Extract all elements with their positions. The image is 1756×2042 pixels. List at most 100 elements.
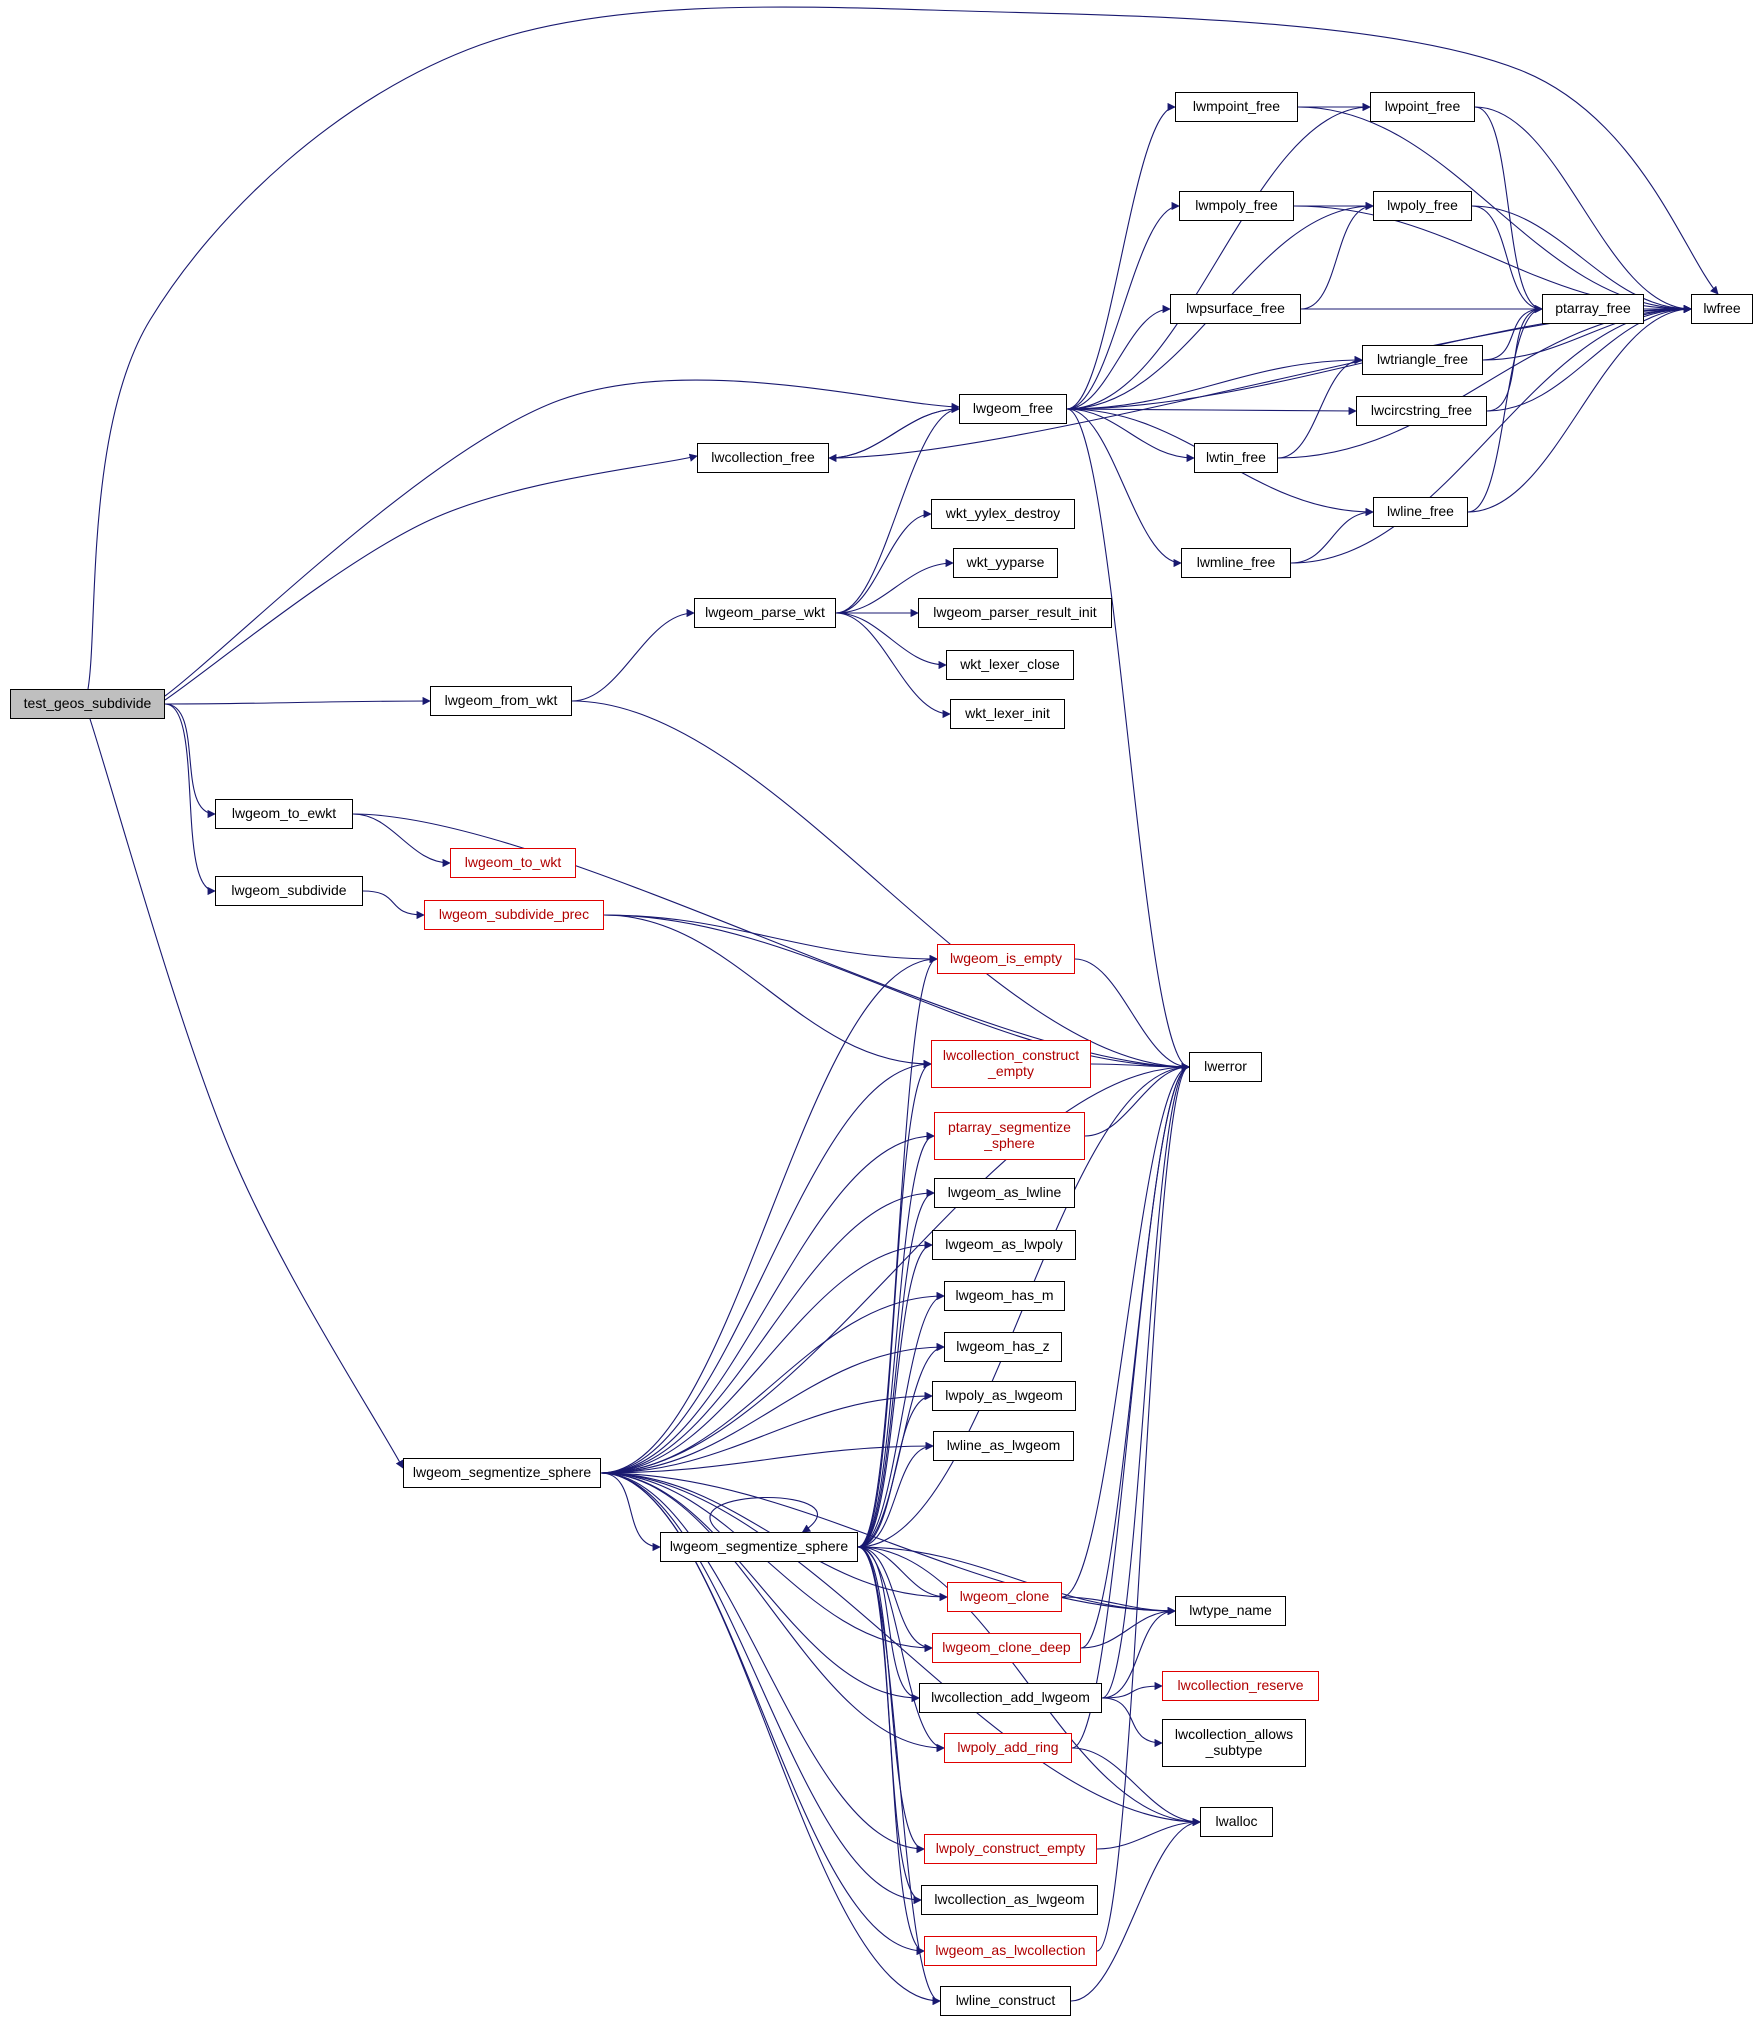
edge-lss1-plg xyxy=(600,1391,933,1474)
edge-ltf-ltrf xyxy=(1277,355,1363,459)
edge-lss2-lcal xyxy=(857,1546,920,1703)
edge-lsub-lsp xyxy=(362,890,425,920)
node-lwgeom-subdivide-prec[interactable]: lwgeom_subdivide_prec xyxy=(424,900,604,930)
node-lwgeom-clone[interactable]: lwgeom_clone xyxy=(947,1582,1062,1612)
node-wkt-yylex-destroy[interactable]: wkt_yylex_destroy xyxy=(931,499,1075,529)
edge-lss1-lcaw xyxy=(600,1472,922,1905)
node-lwgeom-segmentize-sphere[interactable]: lwgeom_segmentize_sphere xyxy=(403,1458,601,1488)
node-lwgeom-as-lwline[interactable]: lwgeom_as_lwline xyxy=(934,1178,1075,1208)
edge-lcl-lerr xyxy=(1061,1062,1190,1598)
edge-ltf-lf xyxy=(1277,304,1692,459)
edge-lfw-lpw xyxy=(571,608,695,702)
node-lwmpoly-free[interactable]: lwmpoly_free xyxy=(1179,191,1294,221)
edge-lss2-lcl xyxy=(857,1546,948,1602)
edge-lpw-wyd xyxy=(835,509,932,614)
node-lwline-construct[interactable]: lwline_construct xyxy=(940,1986,1071,2016)
node-test-geos-subdivide[interactable]: test_geos_subdivide xyxy=(10,689,165,719)
edge-lalc-lerr xyxy=(1096,1063,1190,1952)
node-lwmline-free[interactable]: lwmline_free xyxy=(1181,548,1291,578)
node-lwgeom-clone-deep[interactable]: lwgeom_clone_deep xyxy=(932,1633,1081,1663)
node-lwpoint-free[interactable]: lwpoint_free xyxy=(1370,92,1475,122)
node-lwpoly-as-lwgeom[interactable]: lwpoly_as_lwgeom xyxy=(932,1381,1076,1411)
node-lwgeom-is-empty[interactable]: lwgeom_is_empty xyxy=(937,944,1075,974)
node-lwgeom-to-ewkt[interactable]: lwgeom_to_ewkt xyxy=(215,799,353,829)
edge-tgs-lf xyxy=(87,6,1719,690)
edge-lss2-llc xyxy=(857,1546,941,2006)
edge-lcld-ltn xyxy=(1080,1606,1176,1649)
node-wkt-lexer-init[interactable]: wkt_lexer_init xyxy=(950,699,1065,729)
node-lwgeom-segmentize-sphere[interactable]: lwgeom_segmentize_sphere xyxy=(660,1532,858,1562)
node-lwline-as-lwgeom[interactable]: lwline_as_lwgeom xyxy=(933,1431,1074,1461)
edge-lss2-lcld xyxy=(857,1546,933,1653)
node-lwgeom-parse-wkt[interactable]: lwgeom_parse_wkt xyxy=(694,598,836,628)
node-ptarray-segmentize-sphere[interactable]: ptarray_segmentize _sphere xyxy=(934,1112,1085,1160)
edge-lss2-lpce xyxy=(857,1546,925,1854)
node-lwfree[interactable]: lwfree xyxy=(1691,294,1753,324)
node-wkt-yyparse[interactable]: wkt_yyparse xyxy=(953,548,1058,578)
edge-lcl-ltn xyxy=(1061,1596,1176,1616)
node-ptarray-free[interactable]: ptarray_free xyxy=(1542,294,1644,324)
edge-lgf-lptf xyxy=(1066,102,1371,410)
node-lwcollection-as-lwgeom[interactable]: lwcollection_as_lwgeom xyxy=(921,1885,1098,1915)
edge-llf-ptf xyxy=(1467,304,1543,513)
node-lwcollection-construct-empty[interactable]: lwcollection_construct _empty xyxy=(931,1040,1091,1088)
node-lwerror[interactable]: lwerror xyxy=(1189,1052,1262,1082)
edge-lsp-lerr xyxy=(603,914,1190,1072)
edge-lss2-llg xyxy=(857,1441,934,1548)
node-lwtype-name[interactable]: lwtype_name xyxy=(1175,1596,1286,1626)
edge-llf-lf xyxy=(1467,304,1692,513)
node-lwgeom-free[interactable]: lwgeom_free xyxy=(959,394,1067,424)
edge-lpar-lwa xyxy=(1071,1747,1201,1827)
node-lwcollection-free[interactable]: lwcollection_free xyxy=(697,443,829,473)
edge-ltrf-ptf xyxy=(1482,304,1543,361)
edge-lss1-llc xyxy=(600,1472,941,2006)
node-lwalloc[interactable]: lwalloc xyxy=(1200,1807,1273,1837)
node-lwgeom-as-lwcollection[interactable]: lwgeom_as_lwcollection xyxy=(924,1936,1097,1966)
node-lwline-free[interactable]: lwline_free xyxy=(1373,497,1468,527)
node-lwgeom-to-wkt[interactable]: lwgeom_to_wkt xyxy=(450,848,576,878)
node-lwtin-free[interactable]: lwtin_free xyxy=(1194,443,1278,473)
edge-pss-lerr xyxy=(1084,1062,1190,1137)
node-lwpoly-add-ring[interactable]: lwpoly_add_ring xyxy=(944,1733,1072,1763)
node-wkt-lexer-close[interactable]: wkt_lexer_close xyxy=(946,650,1074,680)
node-lwcollection-reserve[interactable]: lwcollection_reserve xyxy=(1162,1671,1319,1701)
node-lwpsurface-free[interactable]: lwpsurface_free xyxy=(1170,294,1301,324)
edge-lss2-lss2 xyxy=(709,1496,819,1533)
edge-lss2-pss xyxy=(857,1131,935,1548)
node-lwgeom-has-m[interactable]: lwgeom_has_m xyxy=(944,1281,1065,1311)
node-lwcircstring-free[interactable]: lwcircstring_free xyxy=(1356,396,1487,426)
edge-lss2-lcce xyxy=(857,1059,932,1548)
node-lwcollection-allows-subtype[interactable]: lwcollection_allows _subtype xyxy=(1162,1719,1306,1767)
edge-tgs-lsub xyxy=(164,703,216,896)
edge-lss2-lie xyxy=(857,954,938,1548)
edge-lsp-lie xyxy=(603,914,938,964)
node-lwmpoint-free[interactable]: lwmpoint_free xyxy=(1175,92,1298,122)
edge-lgf-lcf xyxy=(828,408,960,463)
edge-tgs-lgf xyxy=(164,379,960,697)
node-lwgeom-subdivide[interactable]: lwgeom_subdivide xyxy=(215,876,363,906)
node-lwgeom-has-z[interactable]: lwgeom_has_z xyxy=(944,1332,1062,1362)
edge-lpyf-ptf xyxy=(1471,205,1543,314)
edge-lcal-lerr xyxy=(1101,1062,1190,1699)
node-lwpoly-free[interactable]: lwpoly_free xyxy=(1373,191,1472,221)
edge-ltrf-lf xyxy=(1482,304,1692,361)
edge-llc-lwa xyxy=(1070,1817,1201,2002)
node-lwgeom-from-wkt[interactable]: lwgeom_from_wkt xyxy=(430,686,572,716)
edge-lie-lerr xyxy=(1074,958,1190,1072)
edge-lgf-lmlf xyxy=(1066,408,1182,568)
node-lwgeom-parser-result-init[interactable]: lwgeom_parser_result_init xyxy=(918,598,1112,628)
node-lwcollection-add-lwgeom[interactable]: lwcollection_add_lwgeom xyxy=(919,1683,1102,1713)
edge-lpw-wli xyxy=(835,612,951,719)
edge-tgs-lcf xyxy=(164,453,698,701)
node-lwpoly-construct-empty[interactable]: lwpoly_construct_empty xyxy=(924,1834,1097,1864)
edge-lss1-lerr xyxy=(600,1062,1190,1474)
node-lwgeom-as-lwpoly[interactable]: lwgeom_as_lwpoly xyxy=(932,1230,1076,1260)
edge-lgf-ltf xyxy=(1066,408,1195,463)
node-lwtriangle-free[interactable]: lwtriangle_free xyxy=(1362,345,1483,375)
edge-lss2-lhm xyxy=(857,1291,945,1548)
edge-lgf-lmpf xyxy=(1066,102,1176,410)
edge-lgf-ltrf xyxy=(1066,355,1363,410)
edge-lpw-wlc xyxy=(835,612,947,670)
edge-lss2-lal xyxy=(857,1188,935,1548)
edge-lgf-lcsf xyxy=(1066,406,1357,416)
